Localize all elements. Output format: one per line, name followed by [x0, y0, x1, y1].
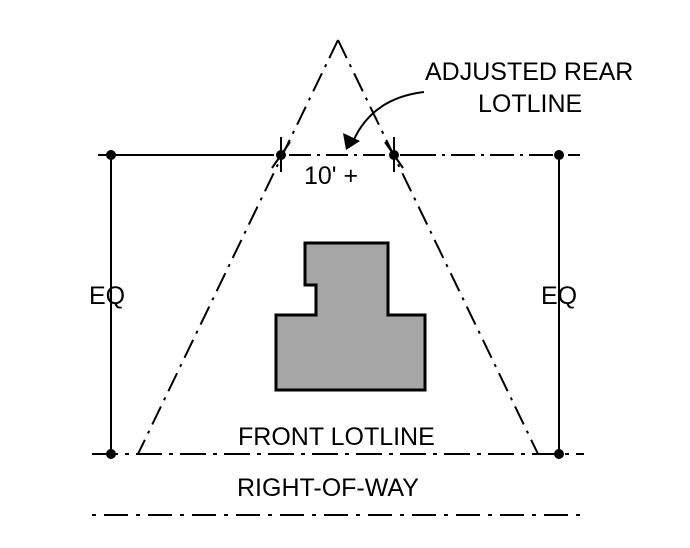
adjusted-rear-label-line1: ADJUSTED REAR [425, 58, 633, 86]
dimension-ticks [271, 137, 404, 172]
front-lotline-label: FRONT LOTLINE [238, 423, 435, 451]
setback-triangle [137, 39, 539, 455]
leader-arrow-head [343, 133, 360, 150]
leader-arrow-curve [351, 91, 425, 145]
right-of-way-label: RIGHT-OF-WAY [237, 474, 419, 502]
adjusted-rear-label-line2: LOTLINE [478, 90, 582, 118]
eq-left-label: EQ [89, 282, 125, 310]
building-footprint [274, 241, 427, 392]
eq-right-label: EQ [541, 282, 577, 310]
dimension-label: 10' + [304, 162, 358, 190]
